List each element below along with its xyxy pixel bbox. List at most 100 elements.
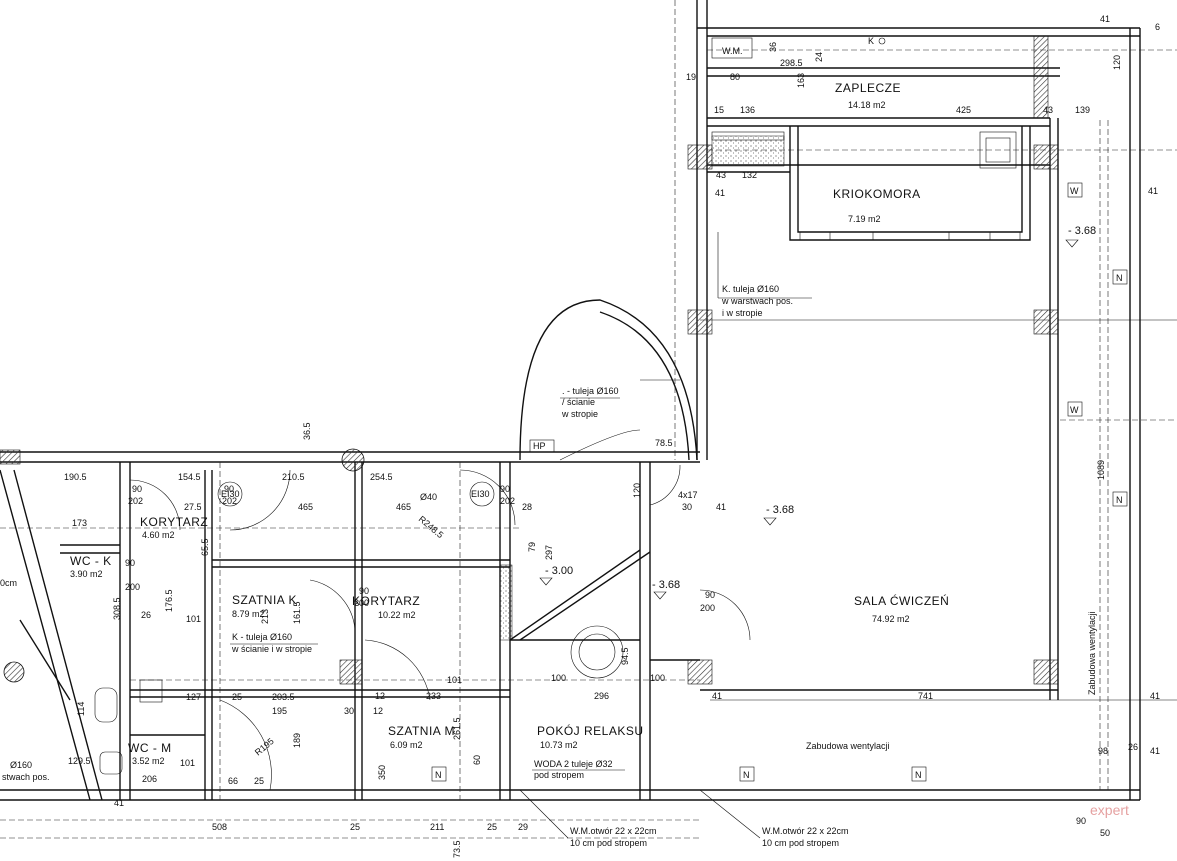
dim: R248.5 bbox=[417, 514, 446, 540]
dim: 161.5 bbox=[292, 601, 302, 624]
area-szatnia-k: 8.79 m2 bbox=[232, 609, 265, 619]
area-wc-m: 3.52 m2 bbox=[132, 756, 165, 766]
note-wm2-a: W.M.otwór 22 x 22cm bbox=[762, 826, 849, 836]
note-tul1-a: K. tuleja Ø160 bbox=[722, 284, 779, 294]
dim: 200 bbox=[700, 603, 715, 613]
dim: 741 bbox=[918, 691, 933, 701]
note-wm1-b: 10 cm pod stropem bbox=[570, 838, 647, 848]
dim: 12 bbox=[375, 691, 385, 701]
dim: 200 bbox=[354, 598, 369, 608]
dim: 65.5 bbox=[200, 538, 210, 556]
area-sala: 74.92 m2 bbox=[872, 614, 910, 624]
note-woda-a: WODA 2 tuleje Ø32 bbox=[534, 759, 613, 769]
dim: 27.5 bbox=[184, 502, 202, 512]
dim: 202 bbox=[222, 496, 237, 506]
dim: 190.5 bbox=[64, 472, 87, 482]
dim: 139 bbox=[1075, 105, 1090, 115]
dim: 94.5 bbox=[620, 647, 630, 665]
dim: 36 bbox=[768, 42, 778, 52]
dim: 308.5 bbox=[112, 597, 122, 620]
dim: 78.5 bbox=[655, 438, 673, 448]
dim: 90 bbox=[125, 558, 135, 568]
dim: Ø40 bbox=[420, 492, 437, 502]
dim: 90 bbox=[1076, 816, 1086, 826]
area-szatnia-m: 6.09 m2 bbox=[390, 740, 423, 750]
dim: 254.5 bbox=[370, 472, 393, 482]
note-tul2-a: . - tuleja Ø160 bbox=[562, 386, 619, 396]
room-labels: ZAPLECZE 14.18 m2 KRIOKOMORA 7.19 m2 SAL… bbox=[70, 81, 949, 766]
dim: 101 bbox=[447, 675, 462, 685]
level-b: - 3.68 bbox=[766, 504, 794, 516]
level-a: - 3.68 bbox=[1068, 225, 1096, 237]
dim: 101 bbox=[186, 614, 201, 624]
walls bbox=[0, 0, 1177, 839]
dim: 43 bbox=[1043, 105, 1053, 115]
marker-n-5: N bbox=[435, 770, 442, 780]
dim: 203.5 bbox=[272, 692, 295, 702]
dim: 132 bbox=[742, 170, 757, 180]
dim: 1089 bbox=[1096, 460, 1106, 480]
area-korytarz-2: 10.22 m2 bbox=[378, 610, 416, 620]
markers: W N W N N N N bbox=[431, 182, 1128, 782]
dim: 195 bbox=[272, 706, 287, 716]
dim: 29 bbox=[518, 822, 528, 832]
level-d: - 3.00 bbox=[545, 565, 573, 577]
dim: 15 bbox=[714, 105, 724, 115]
dim: 30 bbox=[682, 502, 692, 512]
room-sala: SALA ĆWICZEŃ bbox=[854, 593, 949, 608]
dim: 25 bbox=[232, 692, 242, 702]
dim: 100 bbox=[551, 673, 566, 683]
dim: 79 bbox=[527, 542, 537, 552]
note-k: K bbox=[868, 36, 874, 46]
note-went-2: Zabudowa wentylacji bbox=[1087, 611, 1097, 695]
dim: 233 bbox=[426, 691, 441, 701]
dim: 261.5 bbox=[452, 717, 462, 740]
marker-n-3: N bbox=[743, 770, 750, 780]
note-went-1: Zabudowa wentylacji bbox=[806, 741, 890, 751]
dim: 28 bbox=[522, 502, 532, 512]
area-relaks: 10.73 m2 bbox=[540, 740, 578, 750]
note-wm2-b: 10 cm pod stropem bbox=[762, 838, 839, 848]
watermark: expert bbox=[1090, 802, 1129, 818]
dim: 100 bbox=[650, 673, 665, 683]
dim: 90 bbox=[224, 484, 234, 494]
dim: 90 bbox=[132, 484, 142, 494]
level-c: - 3.68 bbox=[652, 579, 680, 591]
room-korytarz-1: KORYTARZ bbox=[140, 515, 208, 529]
note-left-b: stwach pos. bbox=[2, 772, 50, 782]
room-zaplecze: ZAPLECZE bbox=[835, 81, 901, 95]
note-tul3-b: w ścianie i w stropie bbox=[231, 644, 312, 654]
marker-n-4: N bbox=[915, 770, 922, 780]
dim: 465 bbox=[298, 502, 313, 512]
dim: 26 bbox=[141, 610, 151, 620]
dim: 508 bbox=[212, 822, 227, 832]
note-tul2-b: / ścianie bbox=[562, 397, 595, 407]
dim: 163 bbox=[796, 73, 806, 88]
dim: 127 bbox=[186, 692, 201, 702]
level-markers: - 3.68 - 3.68 - 3.68 - 3.00 bbox=[539, 225, 1096, 600]
note-ei30-1: EI30 bbox=[221, 489, 240, 499]
note-tul3-a: K - tuleja Ø160 bbox=[232, 632, 292, 642]
area-wc-k: 3.90 m2 bbox=[70, 569, 103, 579]
dim: 202 bbox=[128, 496, 143, 506]
columns bbox=[0, 35, 1059, 685]
dim: 173 bbox=[72, 518, 87, 528]
dim: 465 bbox=[396, 502, 411, 512]
dim: 41 bbox=[114, 798, 124, 808]
dim: 41 bbox=[715, 188, 725, 198]
dim: 66 bbox=[228, 776, 238, 786]
dim: 176.5 bbox=[164, 589, 174, 612]
dim: 6 bbox=[1155, 22, 1160, 32]
dim: 12 bbox=[373, 706, 383, 716]
dim: 210.5 bbox=[282, 472, 305, 482]
dim: 136 bbox=[740, 105, 755, 115]
marker-n-1: N bbox=[1116, 273, 1123, 283]
dim: 80 bbox=[730, 72, 740, 82]
note-left-a: Ø160 bbox=[10, 760, 32, 770]
dim: 101 bbox=[180, 758, 195, 768]
dim: 154.5 bbox=[178, 472, 201, 482]
dim: 90 bbox=[705, 590, 715, 600]
dim: 350 bbox=[377, 765, 387, 780]
note-tul2-c: w stropie bbox=[561, 409, 598, 419]
dim: 297 bbox=[544, 545, 554, 560]
